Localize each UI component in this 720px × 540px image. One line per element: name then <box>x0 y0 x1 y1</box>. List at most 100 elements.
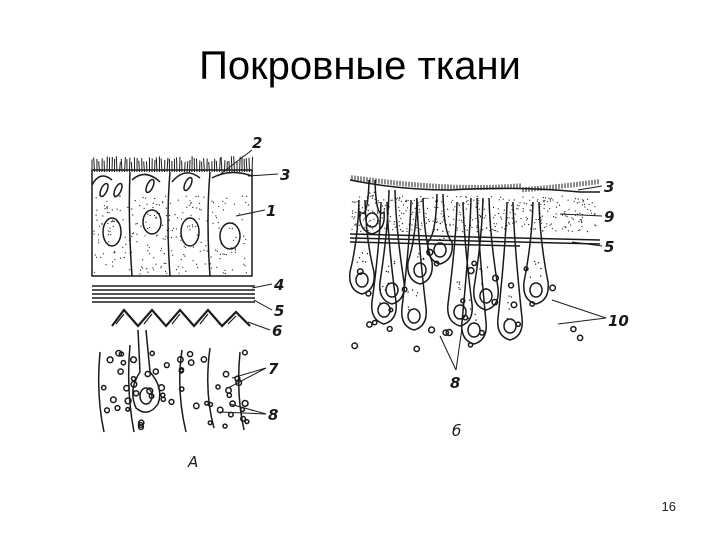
stipple-dot <box>241 195 243 197</box>
stipple-dot <box>224 202 226 204</box>
stipple-dot <box>435 221 437 224</box>
stipple-dot <box>360 230 362 232</box>
stipple-dot <box>195 196 197 198</box>
leader-line <box>251 283 273 289</box>
stipple-dot <box>139 273 141 275</box>
stipple-dot <box>96 256 98 258</box>
stipple-dot <box>377 200 379 202</box>
stipple-dot <box>106 206 108 208</box>
stipple-dot <box>581 221 583 224</box>
stipple-dot <box>231 227 233 229</box>
stipple-dot <box>233 203 235 205</box>
stipple-dot <box>153 257 155 259</box>
stipple-dot <box>448 215 450 218</box>
stipple-dot <box>590 209 592 211</box>
stipple-dot <box>216 250 218 252</box>
label-7: 7 <box>268 360 279 378</box>
stipple-dot <box>421 225 423 227</box>
stipple-dot <box>466 229 468 231</box>
stipple-dot <box>398 215 400 217</box>
flask-cell-nucleus <box>479 288 493 304</box>
stipple-dot <box>532 196 534 198</box>
round-cell <box>117 368 124 375</box>
stipple-dot <box>476 227 478 229</box>
stipple-dot <box>577 198 579 200</box>
stipple-dot <box>453 218 455 220</box>
stipple-dot <box>566 216 568 218</box>
stipple-dot <box>109 227 111 229</box>
stipple-dot <box>534 222 536 224</box>
stipple-dot <box>537 218 540 221</box>
stipple-dot <box>106 208 108 210</box>
round-cell <box>371 319 378 326</box>
stipple-dot <box>500 196 502 198</box>
stipple-dot <box>405 200 407 202</box>
stipple-dot <box>209 263 211 265</box>
flask-cell-nucleus <box>377 302 391 318</box>
round-cell <box>203 400 210 406</box>
stipple-dot <box>147 227 149 230</box>
stipple-dot <box>574 198 577 200</box>
vacuole <box>113 182 123 198</box>
scattered-cells <box>351 248 584 353</box>
label-8: 8 <box>450 374 460 392</box>
stipple-dot <box>354 216 356 218</box>
stipple-dot <box>165 235 167 237</box>
stipple-dot <box>549 200 552 202</box>
stipple-dot <box>152 267 154 269</box>
stipple-dot <box>525 219 528 221</box>
columnar-cell-layer <box>91 169 253 277</box>
stipple-dot <box>129 253 131 255</box>
stipple-dot <box>98 239 100 241</box>
stipple-dot <box>478 208 480 210</box>
stipple-dot <box>432 220 434 222</box>
stipple-dot <box>146 203 148 205</box>
stipple-dot <box>93 233 95 235</box>
stipple-dot <box>542 197 544 199</box>
granule <box>508 308 510 310</box>
flask-cell-nucleus <box>413 262 427 278</box>
stipple-dot <box>530 210 532 212</box>
stipple-dot <box>112 261 114 263</box>
leader-line <box>557 317 607 325</box>
stipple-dot <box>595 225 597 227</box>
stipple-dot <box>199 250 201 252</box>
stipple-dot <box>530 205 532 207</box>
granule <box>382 285 384 288</box>
flask-cell <box>427 193 453 265</box>
stipple-dot <box>165 207 167 209</box>
stipple-dot <box>551 197 553 199</box>
stipple-dot <box>475 206 477 208</box>
stipple-dot <box>224 269 226 271</box>
stipple-dot <box>397 197 399 199</box>
stipple-dot <box>190 203 192 205</box>
panel-b-illustration <box>349 175 607 371</box>
stipple-dot <box>567 199 569 201</box>
round-cell <box>491 274 500 282</box>
stipple-dot <box>127 206 129 208</box>
round-cell <box>157 384 166 392</box>
round-cell <box>366 321 373 328</box>
cell-nucleus <box>102 217 122 247</box>
stipple-dot <box>136 222 138 225</box>
flask-cell <box>447 201 473 327</box>
round-cell <box>123 384 130 392</box>
stipple-dot <box>114 251 116 254</box>
stipple-dot <box>540 216 542 218</box>
stipple-dot <box>493 223 495 225</box>
stipple-dot <box>355 201 357 203</box>
cell-apex <box>131 173 161 183</box>
leader-line <box>571 241 603 247</box>
vacuole <box>183 176 193 192</box>
stipple-dot <box>196 207 198 209</box>
stipple-dot <box>186 206 188 208</box>
stipple-dot <box>508 217 510 219</box>
stipple-dot <box>166 237 169 239</box>
stipple-dot <box>234 249 236 251</box>
stipple-dot <box>175 236 177 238</box>
stipple-dot <box>423 197 425 199</box>
stipple-dot <box>114 259 116 261</box>
stipple-dot <box>514 213 516 215</box>
stipple-dot <box>553 216 555 218</box>
stipple-dot <box>244 257 246 259</box>
